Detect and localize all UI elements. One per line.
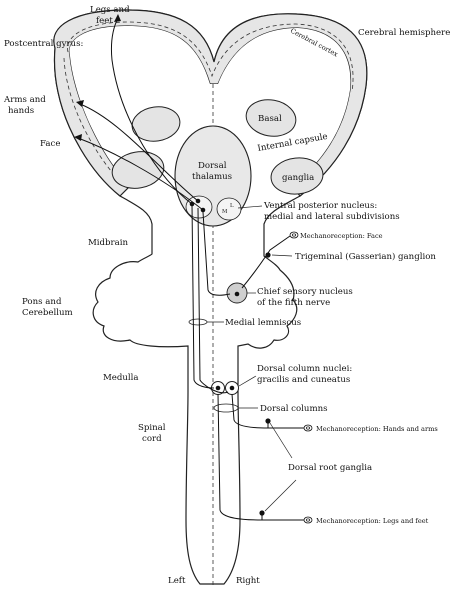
label-medulla: Medulla <box>103 373 139 383</box>
projection-legs <box>111 17 193 205</box>
trigeminal-ganglion <box>265 252 271 258</box>
receptor-legs-inner <box>305 518 311 522</box>
arrow-legs <box>114 14 121 22</box>
label-cerebral-hemisphere: Cerebral hemisphere <box>358 28 450 38</box>
leader-vpn <box>237 205 263 209</box>
receptor-face-inner <box>291 233 297 237</box>
label-cerebellum: Cerebellum <box>22 308 73 318</box>
label-ganglia: ganglia <box>282 173 314 183</box>
label-chief-1: Chief sensory nucleus <box>257 287 353 297</box>
chief-sensory-neuron <box>234 291 240 297</box>
projection-arms <box>79 103 199 202</box>
cortex-dashed-boundary <box>67 21 354 93</box>
label-spinal: Spinal <box>138 423 166 433</box>
label-midbrain: Midbrain <box>88 238 129 248</box>
white-matter <box>69 26 351 186</box>
label-thalamus: thalamus <box>192 172 232 182</box>
drg-hands <box>265 418 271 424</box>
label-dcn-2: gracilis and cuneatus <box>257 375 350 385</box>
leader-trigeminal <box>271 254 293 257</box>
label-vpn-2: medial and lateral subdivisions <box>264 212 400 222</box>
label-face: Face <box>40 139 60 149</box>
label-dorsal: Dorsal <box>198 161 227 171</box>
drg-legs <box>259 510 265 516</box>
label-mech-hands: Mechanoreception: Hands and arms <box>316 425 438 433</box>
label-mech-face: Mechanoreception: Face <box>300 232 383 240</box>
gracilis-neuron <box>215 385 221 391</box>
arrow-arms <box>76 100 84 107</box>
receptor-legs <box>303 516 313 524</box>
leader-drg-legs <box>264 479 297 512</box>
projection-face <box>77 137 204 211</box>
receptor-face <box>289 231 299 239</box>
label-arms-and-hands-2: hands <box>8 106 34 116</box>
label-right: Right <box>236 576 260 586</box>
label-mech-legs: Mechanoreception: Legs and feet <box>316 517 429 525</box>
leader-dcn <box>238 375 257 387</box>
label-trigeminal: Trigeminal (Gasserian) ganglion <box>295 251 436 262</box>
label-vpn-1: Ventral posterior nucleus: <box>263 201 377 211</box>
label-dcn-1: Dorsal column nuclei: <box>257 364 352 374</box>
cuneatus-neuron <box>229 385 235 391</box>
arrow-face <box>74 134 82 141</box>
label-chief-2: of the fifth nerve <box>257 298 330 308</box>
label-drg: Dorsal root ganglia <box>288 463 372 473</box>
basal-ganglia-left-upper <box>131 106 181 142</box>
label-pons: Pons and <box>22 297 62 307</box>
label-dorsal-columns: Dorsal columns <box>260 404 328 414</box>
basal-ganglia-right-upper <box>245 99 297 137</box>
basal-ganglia-left-lower <box>111 151 165 189</box>
label-l: L <box>230 203 234 209</box>
trigeminal-fiber <box>241 235 291 289</box>
label-postcentral-gyrus: Postcentral gyrus: <box>4 39 83 49</box>
vpn-lateral <box>216 197 242 221</box>
label-legs-and-feet-2: feet <box>96 16 113 26</box>
receptor-hands <box>303 424 313 432</box>
label-left: Left <box>168 576 186 586</box>
label-m: M <box>222 209 228 215</box>
label-legs-and-feet-1: Legs and <box>90 5 130 15</box>
basal-ganglia-right-lower <box>270 157 324 195</box>
label-cord: cord <box>142 434 162 444</box>
trigeminal-lemniscus <box>202 211 231 296</box>
lemniscus-fiber-2 <box>197 207 229 394</box>
leader-drg-hands <box>269 422 293 459</box>
label-basal: Basal <box>258 114 282 124</box>
receptor-hands-inner <box>305 426 311 430</box>
label-arms-and-hands-1: Arms and <box>3 95 46 105</box>
lemniscus-fiber-1 <box>191 203 215 389</box>
label-medial-lemniscus: Medial lemniscus <box>225 318 301 328</box>
